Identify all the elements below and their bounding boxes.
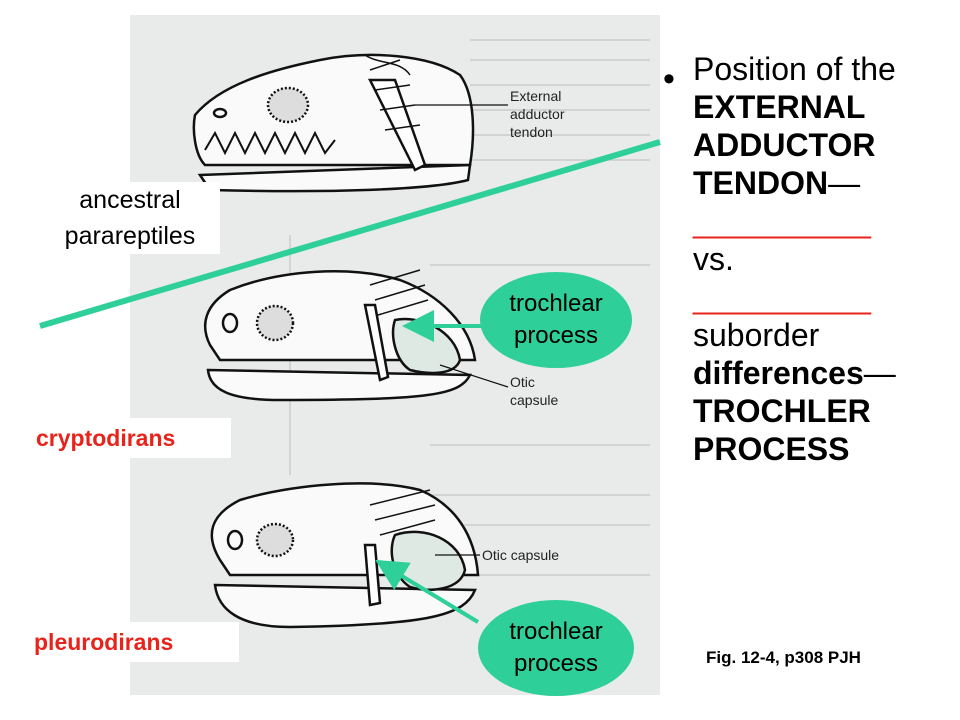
bullet-line-4: TENDON— [693,164,955,202]
bullet-line-9: differences— [693,354,955,392]
external-label-1: External [510,88,561,104]
bullet-line-1: Position of the [693,51,896,87]
figure-caption: Fig. 12-4, p308 PJH [706,648,861,667]
bullet-line-2: EXTERNAL [693,89,866,125]
scan-background-lines [289,39,650,576]
blank-2: __________ [693,279,871,315]
ancestral-parareptiles-label: ancestral parareptiles [40,182,220,254]
otic-label-2: capsule [510,392,558,408]
callout-top-line-2: process [513,322,599,349]
vs-text: vs. [693,241,734,277]
bullet-dot-icon: • [663,60,675,98]
bullet-line-3: ADDUCTOR [693,127,876,163]
differences-word: differences [693,355,864,391]
cryptodirans-label: cryptodirans [30,418,231,458]
external-label-2: adductor [510,106,565,122]
pleurodirans-label: pleurodirans [28,622,239,662]
otic-label-1: Otic [510,374,535,390]
callout-bottom-line-2: process [513,650,599,677]
blank-1: __________ [693,203,871,239]
otic-label-3: Otic capsule [482,547,559,563]
pleurodiran-skull [210,482,480,629]
ancestral-skull [192,53,508,193]
callout-bottom-line-1: trochlear [509,618,603,645]
trochlear-process-callout-top: trochlear process [480,272,632,368]
bullet-line-8: suborder [693,317,820,353]
external-label-3: tendon [510,124,553,140]
dash-2: — [863,355,896,391]
ancestral-line-2: parareptiles [64,222,196,250]
bullet-line-11: PROCESS [693,431,850,467]
cryptodiran-skull [203,269,509,402]
tendon-word: TENDON [693,165,829,201]
bullet-text: Position of the EXTERNAL ADDUCTOR TENDON… [693,50,955,468]
callout-top-line-1: trochlear [509,290,603,317]
dash-1: — [828,165,861,201]
ancestral-line-1: ancestral [79,186,181,214]
bullet-line-10: TROCHLER [693,393,871,429]
trochlear-process-callout-bottom: trochlear process [478,600,634,696]
